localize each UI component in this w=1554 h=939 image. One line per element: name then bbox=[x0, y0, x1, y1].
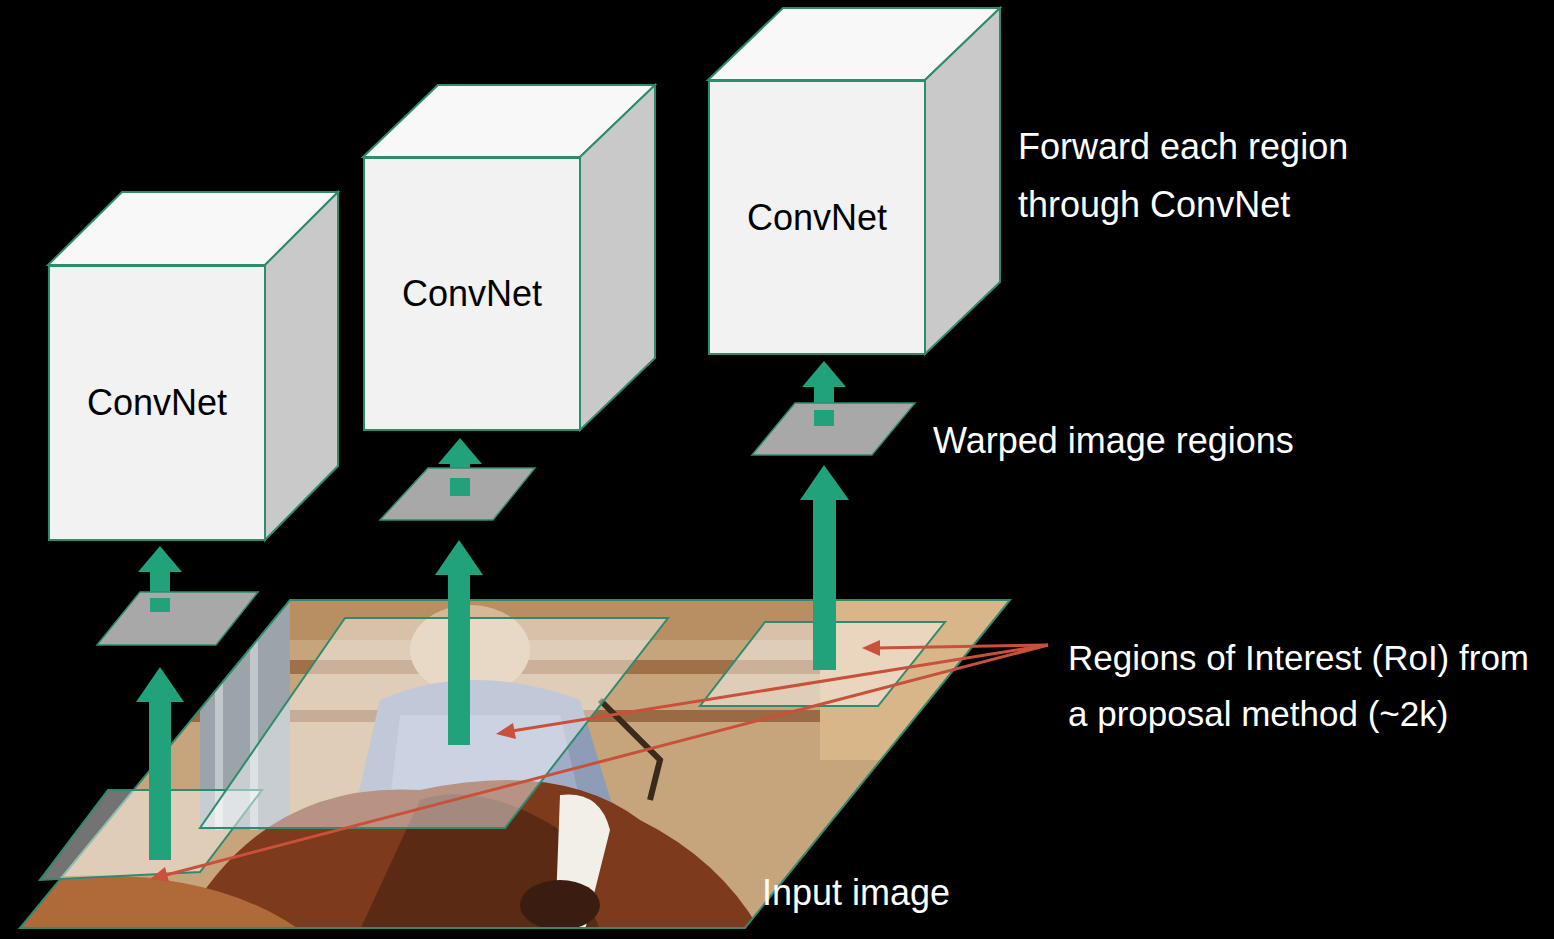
annotation-label: Regions of Interest (RoI) from a proposa… bbox=[1068, 630, 1546, 742]
warped-region bbox=[97, 592, 258, 645]
input-photo bbox=[0, 590, 1020, 935]
convnet-box: ConvNet bbox=[48, 265, 266, 541]
warped-region bbox=[380, 468, 535, 520]
leader-lines bbox=[150, 640, 1048, 882]
box-label: ConvNet bbox=[747, 197, 887, 239]
warped-region bbox=[752, 403, 915, 455]
roi-region bbox=[200, 618, 668, 828]
convnet-box: ConvNet bbox=[708, 80, 926, 355]
annotation-label: Forward each region through ConvNet bbox=[1018, 118, 1448, 233]
convnet-box: ConvNet bbox=[363, 157, 581, 431]
box-label: ConvNet bbox=[87, 382, 227, 424]
annotation-label: Input image bbox=[762, 864, 950, 922]
annotation-label: Warped image regions bbox=[933, 412, 1294, 470]
box-label: ConvNet bbox=[402, 273, 542, 315]
box-3d-faces bbox=[48, 8, 1000, 540]
